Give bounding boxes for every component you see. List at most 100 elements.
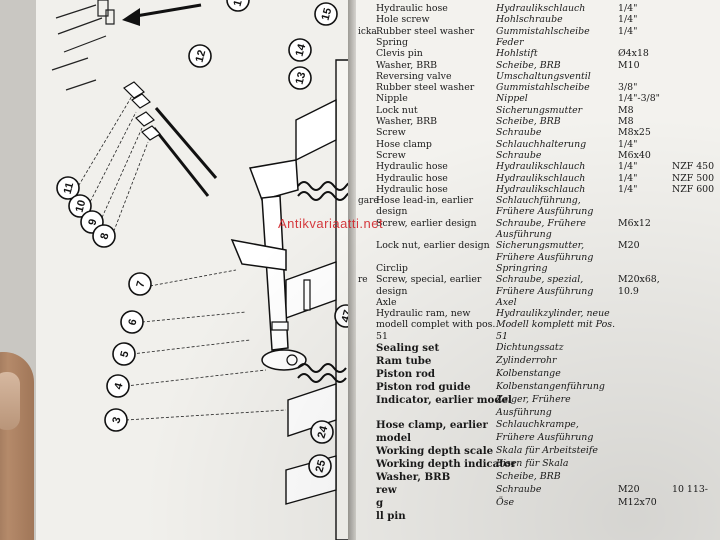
- part-en: Washer, BRB: [376, 116, 438, 127]
- part-en: Working depth scale: [376, 445, 494, 458]
- callout-4: 4: [106, 374, 130, 398]
- callout-number: 7: [134, 280, 147, 289]
- callout-12: 12: [188, 44, 212, 68]
- part-de: Scheibe, BRB: [496, 59, 561, 71]
- part-de: Modell komplett mit Pos.: [496, 319, 616, 331]
- part-en: Hydraulic ram, new: [376, 308, 471, 320]
- part-en: Circlip: [376, 262, 408, 274]
- arrow-head: [122, 8, 140, 26]
- part-de: Schlauchkrampe,: [496, 419, 579, 431]
- part-ref: icka: [358, 26, 377, 37]
- part-de: Frühere Ausführung: [496, 251, 594, 263]
- callout-number: 11: [62, 181, 77, 195]
- callout-14: 14: [288, 38, 312, 62]
- part-en: Rubber steel washer: [376, 25, 475, 37]
- callout-16: 16: [226, 0, 250, 12]
- fittings: [123, 81, 161, 141]
- part-en: design: [376, 285, 408, 297]
- bolts: [271, 279, 311, 366]
- part-de: Schraube, spezial,: [496, 274, 584, 286]
- part-de: 51: [496, 330, 508, 342]
- part-en: Ram tube: [376, 354, 432, 367]
- part-de: Nippel: [496, 93, 528, 105]
- part-de: Frühere Ausführung: [496, 206, 594, 218]
- part-en: Hose lead-in, earlier: [376, 195, 474, 207]
- part-en: Spring: [376, 36, 408, 48]
- part-de: Zylinderrohr: [496, 354, 557, 366]
- callout-circle: [226, 0, 250, 12]
- part-de: Schlauchführung,: [496, 195, 581, 207]
- part-de: Springring: [496, 262, 548, 274]
- hydraulic-ram: [230, 159, 307, 371]
- part-model: NZF 600: [672, 183, 715, 195]
- part-de: Frühere Ausführung: [496, 285, 594, 297]
- part-de: Schraube: [496, 483, 542, 495]
- callout-circle: [128, 272, 152, 296]
- callout-11: 11: [56, 176, 80, 200]
- callout-number: 5: [118, 350, 131, 359]
- part-de: Hydraulikschlauch: [496, 161, 586, 173]
- callout-number: 24: [316, 424, 331, 440]
- callout-circle: [288, 66, 312, 90]
- callout-circle: [308, 454, 332, 478]
- callout-3: 3: [104, 408, 128, 432]
- part-en: Lock nut: [376, 104, 418, 116]
- part-de: Sicherungsmutter: [496, 104, 583, 116]
- part-en: Screw, earlier design: [376, 217, 477, 229]
- part-de: Hydraulikschlauch: [496, 172, 586, 184]
- callout-circle: [112, 342, 136, 366]
- callout-number: 14: [294, 42, 309, 58]
- part-en: Screw, special, earlier: [376, 274, 482, 286]
- part-de: Eisen für Skala: [496, 458, 569, 470]
- part-size: M20: [618, 483, 640, 495]
- callout-circle: [288, 38, 312, 62]
- callout-number: 4: [112, 381, 125, 391]
- callout-number: 15: [320, 7, 335, 22]
- callout-circle: [56, 176, 80, 200]
- part-de: Hohlstift: [496, 48, 538, 60]
- callout-25: 25: [308, 454, 332, 478]
- part-en: 51: [376, 330, 388, 342]
- part-de: Hohlschraube: [496, 14, 563, 26]
- part-de: Hydraulikzylinder, neue: [496, 308, 610, 320]
- part-de: Hydraulikschlauch: [496, 183, 586, 195]
- part-en: ll pin: [376, 509, 406, 522]
- part-en: Screw: [376, 149, 406, 161]
- part-size: M12x70: [618, 496, 657, 508]
- callout-7: 7: [128, 272, 152, 296]
- callout-15: 15: [314, 2, 338, 26]
- callout-13: 13: [288, 66, 312, 90]
- callout-number: 3: [110, 416, 123, 425]
- part-size: 1/4": [618, 3, 638, 14]
- part-en: Hydraulic hose: [376, 3, 448, 14]
- part-de: Ausführung: [496, 406, 552, 418]
- part-de: Ausführung: [496, 229, 552, 240]
- callout-number: 16: [232, 0, 247, 8]
- leader-lines: [75, 95, 287, 421]
- callout-10: 10: [68, 194, 92, 218]
- hose-lines: [152, 107, 218, 197]
- part-size: M8: [618, 104, 634, 116]
- part-de: Axel: [496, 296, 517, 308]
- part-de: Sicherungsmutter,: [496, 240, 585, 252]
- part-en: Hydraulic hose: [376, 172, 448, 184]
- part-ref: re: [358, 275, 368, 286]
- part-en: modell complet with pos.: [376, 319, 496, 331]
- part-en: Washer, BRB: [376, 471, 451, 483]
- part-size: M6x12: [618, 217, 651, 229]
- part-de: Kolbenstangenführung: [496, 380, 605, 392]
- callout-number: 13: [294, 71, 309, 86]
- part-de: Gummistahlscheibe: [496, 82, 590, 94]
- part-size: 1/4": [618, 138, 638, 150]
- callout-circle: [106, 374, 130, 398]
- callout-circle: [68, 194, 92, 218]
- part-model: NZF 500: [672, 172, 715, 184]
- callout-circle: [310, 420, 334, 444]
- part-de: Scheibe, BRB: [496, 116, 561, 127]
- part-en: Hose clamp: [376, 138, 432, 150]
- part-de: Feder: [496, 36, 524, 48]
- callout-number: 10: [74, 199, 89, 214]
